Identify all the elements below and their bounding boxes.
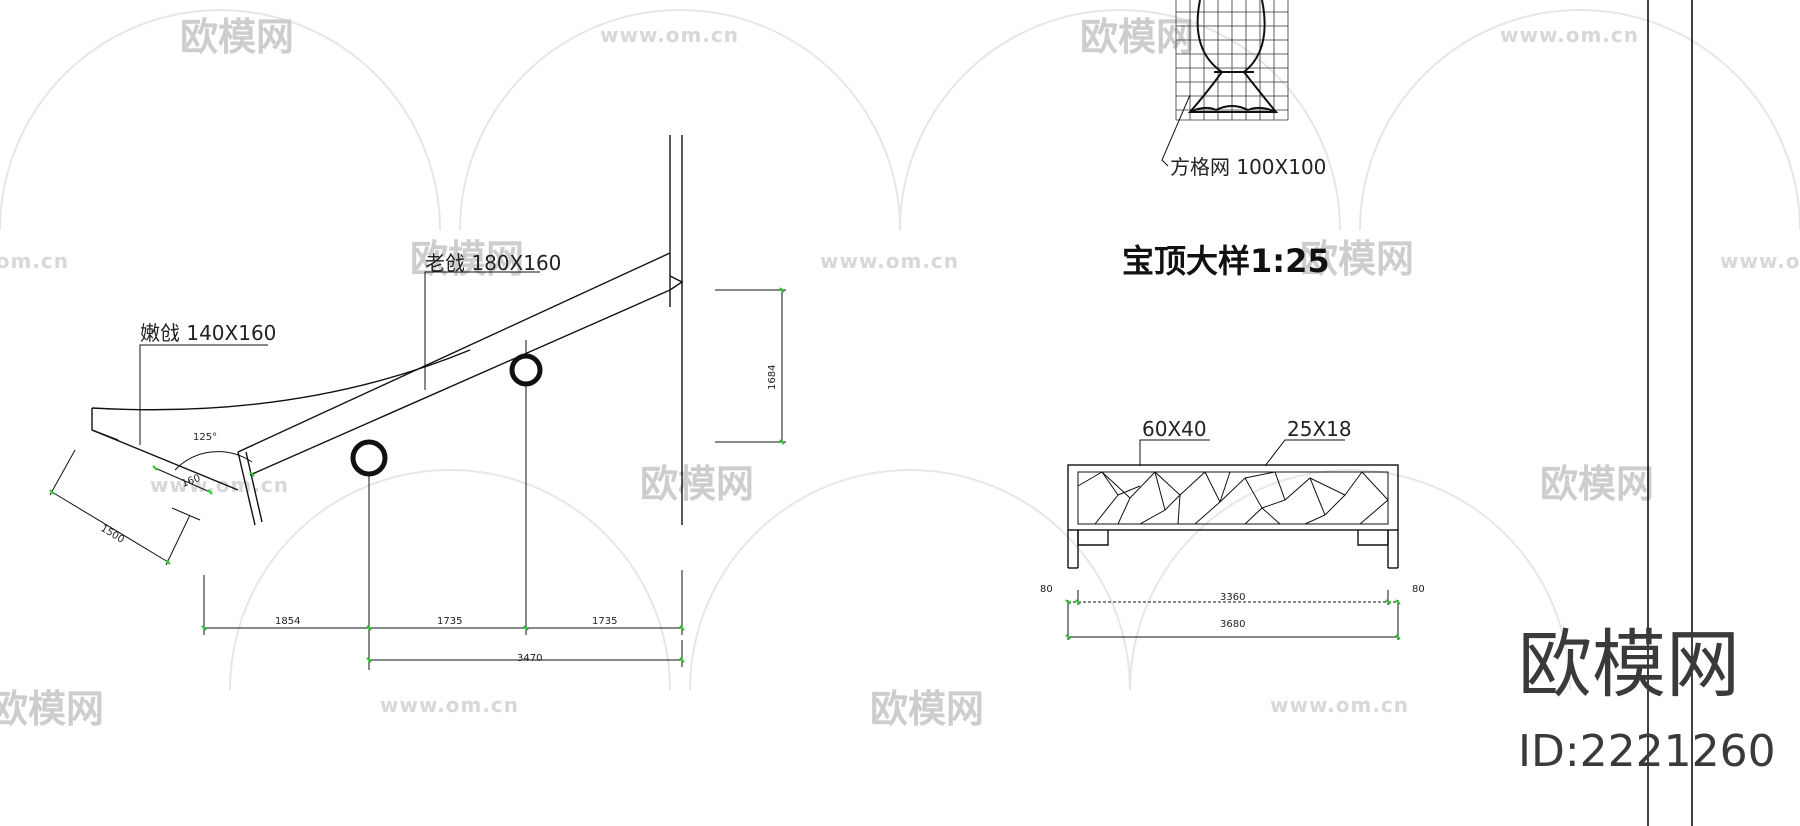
grid-label: 方格网 100X100 — [1170, 155, 1326, 179]
finial-detail-title: 宝顶大样1:25 — [1122, 242, 1330, 280]
watermark-url: www.om.cn — [820, 249, 959, 273]
bench-frame-label: 60X40 — [1142, 417, 1207, 441]
watermark-brand: 欧模网 — [410, 237, 524, 281]
dim-80-right: 80 — [1412, 584, 1425, 595]
rafter-elevation-drawing — [49, 135, 786, 670]
watermark-brand: 欧模网 — [870, 687, 984, 731]
rafter-annotations: 老戗 180X160 嫩戗 140X160 125° 160 1500 1854… — [98, 251, 778, 664]
bench-elevation-drawing — [1065, 439, 1401, 640]
drawing-frame — [1647, 0, 1693, 826]
watermark-brand: 欧模网 — [1080, 15, 1194, 59]
dim-1854: 1854 — [275, 616, 300, 627]
watermark-layer: 欧模网 欧模网 欧模网 欧模网 欧模网 欧模网 欧模网 欧模网 www.om.c… — [0, 9, 1800, 731]
watermark-logo: 欧模网 欧模网 欧模网 欧模网 欧模网 欧模网 欧模网 欧模网 — [0, 15, 1654, 731]
brand-block: 欧模网 ID:2221260 — [1518, 622, 1776, 777]
dim-80-left: 80 — [1040, 584, 1053, 595]
dim-3470: 3470 — [517, 653, 542, 664]
watermark-url: www.om.cn — [0, 249, 69, 273]
purlin-lower — [350, 439, 388, 477]
watermark-url: www.om.cn — [380, 693, 519, 717]
brand-id: ID:2221260 — [1518, 726, 1776, 777]
watermark-brand: 欧模网 — [180, 15, 294, 59]
watermark-url: www.om.cn — [1270, 693, 1409, 717]
right-annotations: 方格网 100X100 宝顶大样1:25 60X40 25X18 80 80 3… — [1040, 155, 1425, 630]
upper-rafter-label: 老戗 180X160 — [425, 251, 561, 275]
watermark-url: www.om.cn — [600, 23, 739, 47]
brand-name: 欧模网 — [1518, 622, 1740, 708]
watermark-brand: 欧模网 — [0, 687, 104, 731]
finial-grid-drawing — [1161, 0, 1289, 167]
dim-3360: 3360 — [1220, 592, 1245, 603]
watermark-url: www.om.cn — [1720, 249, 1800, 273]
dim-1500: 1500 — [98, 523, 125, 546]
lower-rafter-label: 嫩戗 140X160 — [140, 321, 276, 345]
watermark-brand: 欧模网 — [1540, 462, 1654, 506]
purlin-upper — [509, 353, 543, 387]
watermark-url: www.om.cn — [1500, 23, 1639, 47]
dim-1684: 1684 — [767, 365, 778, 390]
dim-1735-a: 1735 — [437, 616, 462, 627]
dim-1735-b: 1735 — [592, 616, 617, 627]
watermark-brand: 欧模网 — [1300, 237, 1414, 281]
bench-lattice-label: 25X18 — [1287, 417, 1352, 441]
watermark-url-group: www.om.cn www.om.cn www.om.cn www.om.cn … — [0, 23, 1800, 717]
angle-label: 125° — [193, 432, 217, 443]
watermark-url: www.om.cn — [150, 473, 289, 497]
watermark-brand: 欧模网 — [640, 462, 754, 506]
dim-3680: 3680 — [1220, 619, 1245, 630]
